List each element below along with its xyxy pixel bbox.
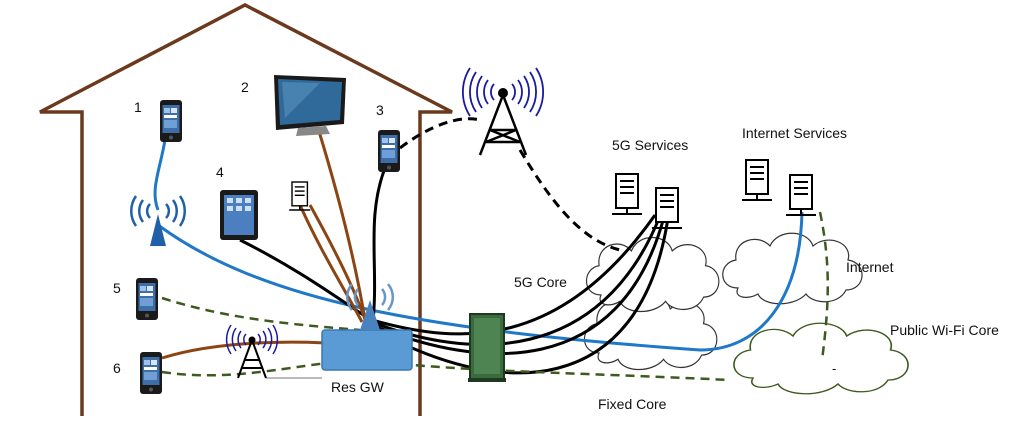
fixed-core-label: Fixed Core bbox=[598, 396, 667, 412]
device-number-3: 3 bbox=[376, 102, 384, 118]
link-server-gw-a bbox=[298, 204, 364, 323]
link-server-gw-b bbox=[308, 204, 368, 323]
server-icon bbox=[785, 174, 817, 216]
radio-tower-icon bbox=[461, 67, 545, 156]
device-number-5: 5 bbox=[113, 280, 121, 296]
server-icon bbox=[288, 181, 311, 211]
device-number-2: 2 bbox=[241, 79, 249, 95]
public-wifi-core-cloud bbox=[733, 322, 909, 395]
dash-mark: - bbox=[832, 361, 836, 376]
smartphone-icon bbox=[378, 130, 400, 172]
link-phone3-gw bbox=[370, 167, 387, 331]
smartphone-icon bbox=[160, 100, 182, 142]
link-wifi-internet bbox=[157, 211, 804, 352]
link-phone1-wifi bbox=[153, 139, 167, 211]
5g-core-label: 5G Core bbox=[514, 274, 567, 290]
link-phone3-tower bbox=[399, 117, 481, 150]
brown-links bbox=[161, 127, 368, 360]
tablet-icon bbox=[220, 190, 258, 240]
gateway-wifi-icon bbox=[345, 283, 395, 311]
small-radio-tower-icon bbox=[225, 324, 322, 379]
television-icon bbox=[274, 75, 346, 136]
device-number-6: 6 bbox=[113, 360, 121, 376]
server-icon bbox=[611, 173, 643, 215]
internet-services-label: Internet Services bbox=[742, 125, 847, 141]
link-gw-5g-c bbox=[371, 216, 666, 356]
internet-cloud bbox=[722, 232, 863, 305]
res-gw-label: Res GW bbox=[331, 379, 385, 395]
link-tv-gw bbox=[316, 127, 367, 321]
server-icon bbox=[651, 187, 683, 229]
link-gw-5g-a bbox=[371, 214, 657, 336]
internet-label: Internet bbox=[846, 259, 894, 275]
link-tower-5g bbox=[518, 149, 621, 252]
wifi-links bbox=[153, 139, 804, 352]
link-gw-5g-d bbox=[371, 217, 670, 375]
public-wifi-core-label: Public Wi-Fi Core bbox=[890, 322, 999, 338]
device-number-4: 4 bbox=[216, 164, 224, 180]
house-outline bbox=[39, 3, 453, 416]
smartphone-icon bbox=[136, 278, 158, 320]
street-cabinet-icon bbox=[468, 313, 506, 382]
device-number-1: 1 bbox=[134, 99, 142, 115]
server-icon bbox=[741, 159, 773, 201]
link-publicwifi-internet bbox=[818, 211, 830, 361]
smartphone-icon bbox=[140, 352, 162, 394]
residential-gateway bbox=[321, 300, 413, 371]
wifi-antenna-icon bbox=[129, 195, 187, 246]
link-phone5-publicwifi bbox=[161, 296, 361, 332]
5g-services-label: 5G Services bbox=[612, 137, 688, 153]
